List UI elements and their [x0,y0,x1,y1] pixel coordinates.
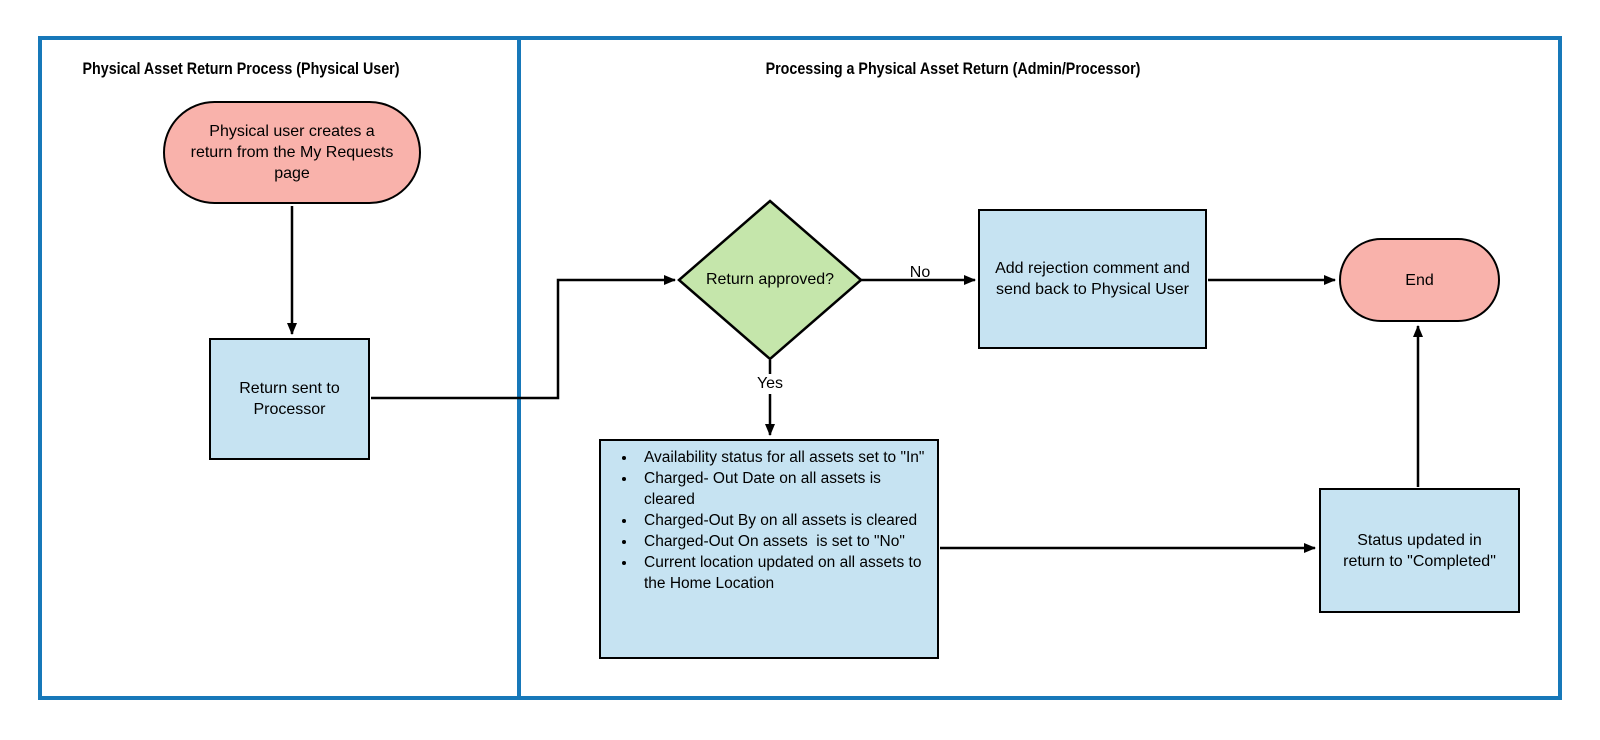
end-terminator: End [1339,238,1500,322]
process-add-rejection: Add rejection comment and send back to P… [978,209,1207,349]
start-terminator-label: Physical user creates a return from the … [190,123,394,182]
asset-updates-item: Charged- Out Date on all assets is clear… [637,468,931,510]
decision-diamond-shape [677,199,863,361]
asset-updates-item: Charged-Out By on all assets is cleared [637,510,931,531]
start-terminator: Physical user creates a return from the … [163,101,421,204]
asset-updates-item: Charged-Out On assets is set to "No" [637,531,931,552]
process-asset-updates: Availability status for all assets set t… [599,439,939,659]
edge-label-yes: Yes [748,374,792,394]
process-status-updated: Status updated in return to "Completed" [1319,488,1520,613]
lane-divider [517,36,521,700]
asset-updates-item: Current location updated on all assets t… [637,552,931,594]
process-return-sent-label: Return sent to Processor [239,380,340,418]
process-status-updated-label: Status updated in return to "Completed" [1343,531,1496,570]
connector-return-sent-to-decision [371,275,676,400]
decision-return-approved-label: Return approved? [705,271,835,288]
end-terminator-label: End [1405,271,1434,289]
asset-updates-item: Availability status for all assets set t… [637,447,931,468]
lane-title-physical-user: Physical Asset Return Process (Physical … [82,59,400,78]
asset-updates-list: Availability status for all assets set t… [611,447,931,594]
process-add-rejection-label: Add rejection comment and send back to P… [995,260,1190,298]
lane-title-admin-processor: Processing a Physical Asset Return (Admi… [765,59,1141,78]
process-return-sent: Return sent to Processor [209,338,370,460]
edge-label-no: No [909,264,931,281]
